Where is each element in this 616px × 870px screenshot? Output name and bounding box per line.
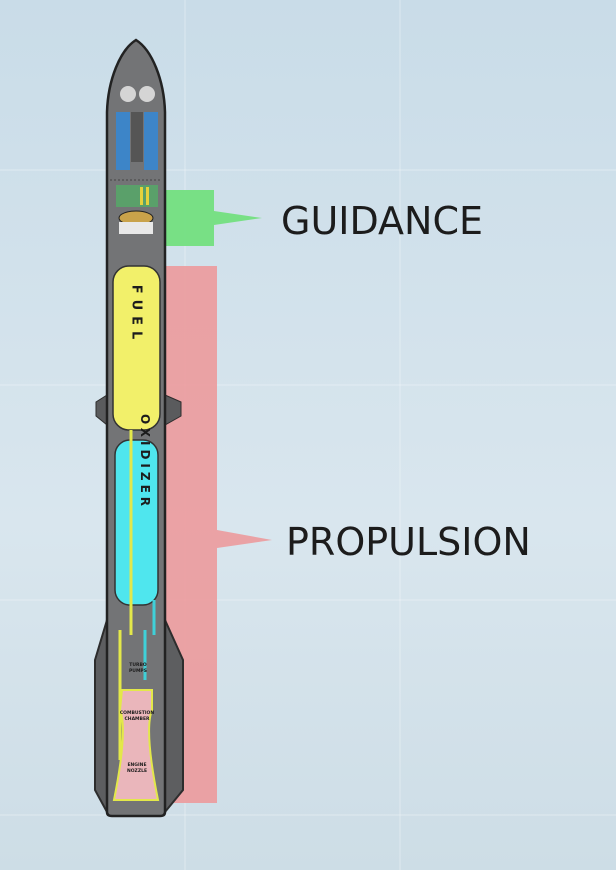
fuel-label: FUEL — [129, 285, 144, 346]
engine-nozzle — [112, 689, 160, 801]
payload-satellite — [110, 86, 162, 181]
fuel-line — [118, 430, 133, 760]
oxidizer-tank — [114, 439, 159, 606]
oxidizer-label: OXIDIZER — [138, 414, 152, 510]
guidance-computer — [116, 185, 158, 234]
propulsion-label: PROPULSION — [286, 520, 531, 564]
oxidizer-line — [143, 600, 156, 680]
propulsion-bracket — [166, 266, 272, 803]
guidance-bracket — [166, 190, 262, 246]
guidance-label: GUIDANCE — [281, 199, 483, 243]
fuel-tank — [112, 265, 161, 431]
